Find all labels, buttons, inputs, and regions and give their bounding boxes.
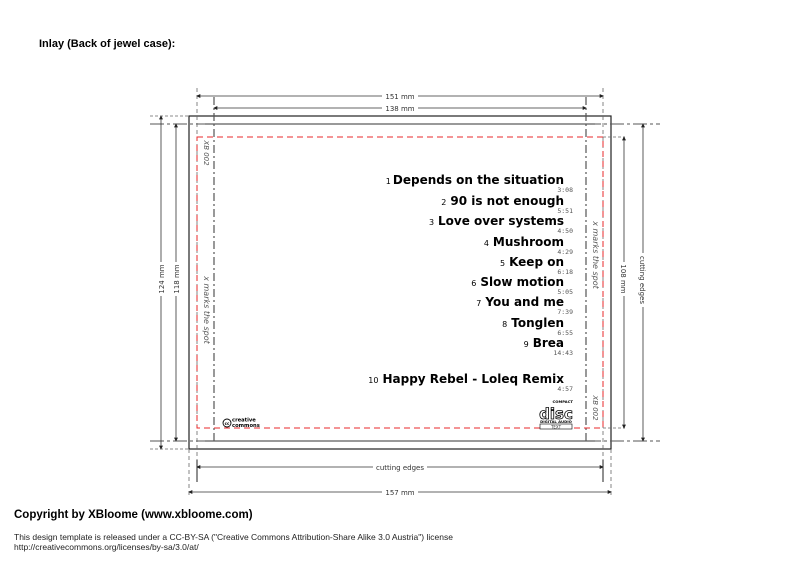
dim-bottom-outer: 157 mm: [385, 489, 414, 497]
dim-right-inner: 108 mm: [619, 264, 627, 293]
svg-text:4:57: 4:57: [557, 385, 573, 393]
spine-right-catalog: XB 002: [591, 394, 599, 421]
svg-text:4:29: 4:29: [557, 248, 573, 256]
trim-line: [196, 136, 604, 429]
svg-text:creative: creative: [232, 418, 256, 424]
svg-text:290 is not enough: 290 is not enough: [441, 194, 564, 208]
svg-text:5:05: 5:05: [557, 288, 573, 296]
compact-disc-logo: COMPACT disc DIGITAL AUDIO TEXT: [539, 399, 573, 430]
spine-left-catalog: XB 002: [202, 139, 210, 166]
svg-text:6:55: 6:55: [557, 329, 573, 337]
copyright-heading: Copyright by XBloome (www.xbloome.com): [14, 509, 253, 521]
license-line: This design template is released under a…: [14, 532, 453, 542]
cc-logo: cc creative commons: [222, 418, 260, 429]
spine-right-title: x marks the spot: [591, 220, 600, 289]
svg-text:14:43: 14:43: [553, 349, 573, 357]
dim-left-outer: 124 mm: [158, 264, 166, 293]
dim-top-inner: 138 mm: [385, 105, 414, 113]
page-title: Inlay (Back of jewel case):: [39, 38, 176, 50]
svg-text:TEXT: TEXT: [550, 424, 562, 429]
disc-icon: disc: [539, 405, 573, 423]
svg-text:5:51: 5:51: [557, 207, 573, 215]
dim-right-outer: cutting edges: [638, 256, 646, 304]
svg-text:commons: commons: [232, 423, 260, 429]
dim-top-outer: 151 mm: [385, 93, 414, 101]
svg-text:3:08: 3:08: [557, 186, 573, 194]
license-url[interactable]: http://creativecommons.org/licenses/by-s…: [14, 542, 199, 552]
svg-text:6:18: 6:18: [557, 268, 573, 276]
dim-left-inner: 118 mm: [173, 264, 181, 293]
license-text: This design template is released under a…: [14, 532, 453, 552]
dim-bottom-inner: cutting edges: [376, 464, 424, 472]
svg-text:7:39: 7:39: [557, 308, 573, 316]
cc-icon: [222, 418, 232, 428]
svg-text:cc: cc: [225, 421, 230, 426]
spine-left-title: x marks the spot: [202, 275, 211, 344]
svg-text:DIGITAL AUDIO: DIGITAL AUDIO: [540, 419, 573, 424]
outer-frame: [188, 115, 612, 450]
svg-text:COMPACT: COMPACT: [552, 399, 573, 404]
svg-text:4:50: 4:50: [557, 227, 573, 235]
